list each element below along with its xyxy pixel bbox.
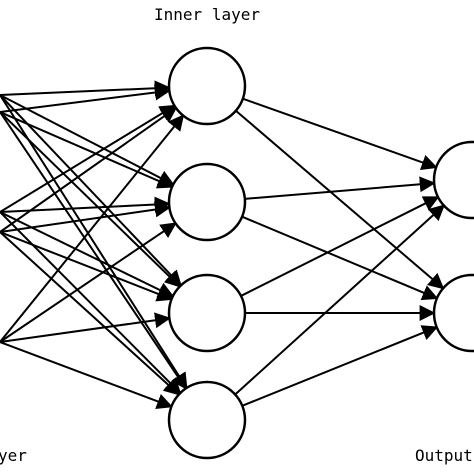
- output-node-2: [432, 273, 474, 353]
- edge-input-4-to-inner-4: [0, 231, 181, 396]
- inner-layer-label: Inner layer: [154, 5, 260, 24]
- edge-input-5-to-inner-1: [0, 114, 185, 343]
- edge-input-2-to-inner-3: [0, 111, 181, 288]
- edge-input-2-to-inner-4: [0, 111, 187, 390]
- edge-input-5-to-inner-2: [0, 222, 177, 343]
- input-layer-label: yer: [0, 446, 27, 465]
- edge-input-4-to-inner-1: [0, 106, 178, 233]
- edge-inner-2-to-output-1: [244, 176, 436, 200]
- inner-node-1: [167, 46, 247, 126]
- output-layer-label: Output: [415, 446, 473, 465]
- edge-input-1-to-inner-4: [0, 94, 188, 390]
- edge-input-5-to-inner-4: [0, 341, 173, 410]
- edge-input-2-to-inner-1: [0, 84, 171, 113]
- edge-input-1-to-inner-2: [0, 94, 175, 186]
- edge-input-1-to-inner-1: [0, 80, 171, 97]
- edge-input-4-to-inner-2: [0, 201, 171, 233]
- edge-inner-2-to-output-2: [241, 215, 439, 301]
- edge-input-3-to-inner-1: [0, 104, 176, 213]
- edge-input-1-to-inner-3: [0, 94, 182, 287]
- edge-inner-3-to-output-1: [240, 196, 440, 297]
- edge-inner-1-to-output-1: [242, 97, 438, 171]
- edge-input-3-to-inner-4: [0, 211, 182, 395]
- connection-edges: [0, 80, 446, 410]
- inner-node-4: [167, 380, 247, 460]
- inner-node-2: [167, 162, 247, 242]
- inner-node-3: [167, 273, 247, 353]
- edge-input-5-to-inner-3: [0, 312, 171, 343]
- edge-input-3-to-inner-2: [0, 196, 171, 213]
- edge-input-4-to-inner-3: [0, 231, 174, 302]
- output-node-1: [432, 140, 474, 220]
- edge-inner-1-to-output-2: [235, 109, 445, 290]
- edge-inner-4-to-output-1: [234, 204, 446, 396]
- edge-input-3-to-inner-3: [0, 211, 175, 298]
- edge-input-2-to-inner-2: [0, 111, 174, 189]
- edge-inner-4-to-output-2: [241, 325, 439, 407]
- layer-nodes: [167, 46, 474, 460]
